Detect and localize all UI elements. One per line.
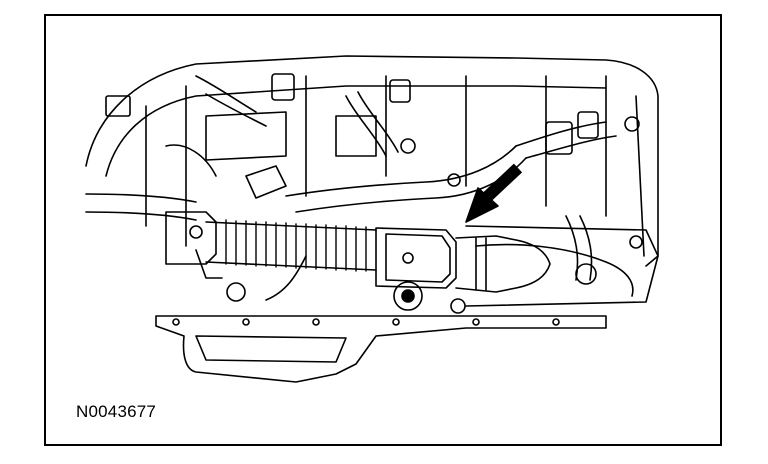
- engine-block: [85, 55, 659, 267]
- transmission-housing: [465, 225, 659, 307]
- corrugated-hose: [165, 211, 377, 279]
- electrical-connectors: [105, 73, 640, 187]
- sensor-component: [226, 227, 551, 314]
- wiring-harness: [85, 75, 617, 301]
- figure-frame: N0043677: [44, 14, 722, 446]
- figure-id-label: N0043677: [76, 402, 157, 421]
- engine-illustration: [85, 55, 659, 383]
- callout-arrow-icon: [465, 163, 523, 223]
- oil-pan: [155, 315, 607, 383]
